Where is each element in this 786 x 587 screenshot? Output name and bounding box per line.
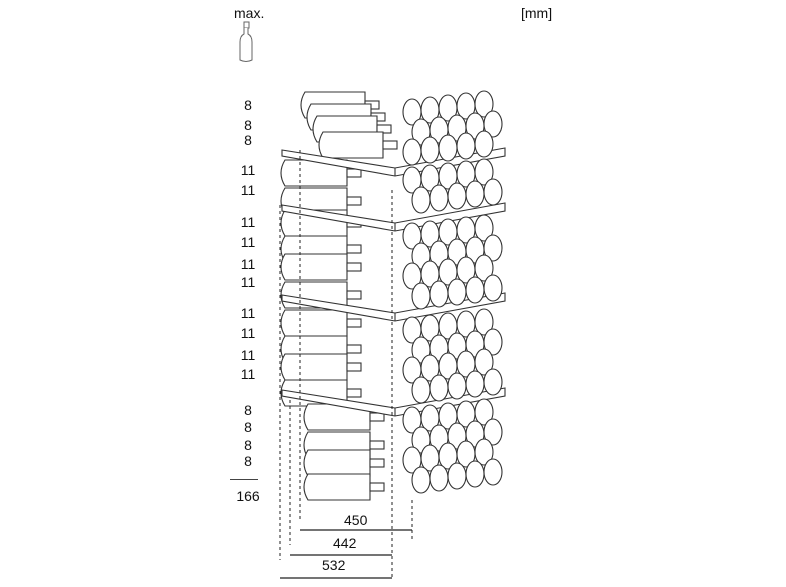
bottle-end xyxy=(447,182,467,210)
bottle-end xyxy=(474,130,494,158)
shelf-count: 11 xyxy=(240,347,256,363)
bottle-end xyxy=(465,276,485,304)
shelf-count: 11 xyxy=(240,366,256,382)
shelf-count: 11 xyxy=(240,274,256,290)
unit-label: [mm] xyxy=(521,5,553,21)
bottle-side xyxy=(280,253,362,281)
shelf-count: 8 xyxy=(244,132,252,148)
bottle-end xyxy=(483,110,503,138)
shelf-count: 11 xyxy=(240,325,256,341)
shelf-count: 11 xyxy=(240,305,256,321)
bottle-end xyxy=(456,132,476,160)
bottle-side xyxy=(318,131,398,159)
bottle-end xyxy=(402,138,422,166)
shelf-count: 8 xyxy=(244,117,252,133)
guide-lines xyxy=(279,150,413,580)
shelf-count: 11 xyxy=(240,162,256,178)
shelf-count: 8 xyxy=(244,419,252,435)
shelf-count: 8 xyxy=(244,97,252,113)
max-label: max. xyxy=(234,5,265,21)
bottle-end xyxy=(474,254,494,282)
bottle-end xyxy=(429,374,449,402)
dimension-442: 442 xyxy=(333,535,357,551)
bottle-side xyxy=(280,353,362,381)
bottle-side xyxy=(303,449,385,477)
bottle-side xyxy=(303,473,385,501)
bottle-end xyxy=(474,398,494,426)
bottle-end xyxy=(465,370,485,398)
bottle-end xyxy=(447,462,467,490)
total-divider xyxy=(230,479,258,480)
bottle-side xyxy=(280,309,362,337)
shelf-count: 8 xyxy=(244,453,252,469)
bottle-end xyxy=(420,136,440,164)
bottle-end xyxy=(429,280,449,308)
bottle-end xyxy=(483,274,503,302)
bottle-end xyxy=(411,376,431,404)
front-bottle-ends xyxy=(402,90,503,494)
bottle-end xyxy=(474,90,494,118)
bottle-side xyxy=(280,159,362,187)
bottle-end xyxy=(447,372,467,400)
dimension-532: 532 xyxy=(322,557,346,573)
bottle-end xyxy=(438,134,458,162)
shelf-count: 11 xyxy=(240,214,256,230)
bottle-end xyxy=(483,418,503,446)
bottle-end xyxy=(474,348,494,376)
bottle-end xyxy=(474,214,494,242)
dimension-lines xyxy=(280,529,412,579)
bottle-end xyxy=(411,282,431,310)
shelf-count: 11 xyxy=(240,256,256,272)
bottle-end xyxy=(474,308,494,336)
shelf-count: 11 xyxy=(240,182,256,198)
bottle-icon xyxy=(239,21,253,62)
bottle-end xyxy=(483,458,503,486)
bottle-side xyxy=(303,403,385,431)
bottle-end xyxy=(447,278,467,306)
bottle-end xyxy=(429,464,449,492)
bottle-end xyxy=(411,466,431,494)
shelf-count: 8 xyxy=(244,402,252,418)
bottle-end xyxy=(483,328,503,356)
bottle-end xyxy=(429,184,449,212)
bottle-end xyxy=(465,460,485,488)
bottle-end xyxy=(483,178,503,206)
bottle-end xyxy=(411,186,431,214)
bottle-end xyxy=(483,234,503,262)
total-count: 166 xyxy=(236,488,260,504)
dimension-450: 450 xyxy=(344,512,368,528)
bottle-end xyxy=(474,438,494,466)
shelf-count: 11 xyxy=(240,234,256,250)
shelves xyxy=(281,147,506,417)
bottle-end xyxy=(465,180,485,208)
shelf-count: 8 xyxy=(244,437,252,453)
bottle-end xyxy=(474,158,494,186)
bottle-end xyxy=(483,368,503,396)
